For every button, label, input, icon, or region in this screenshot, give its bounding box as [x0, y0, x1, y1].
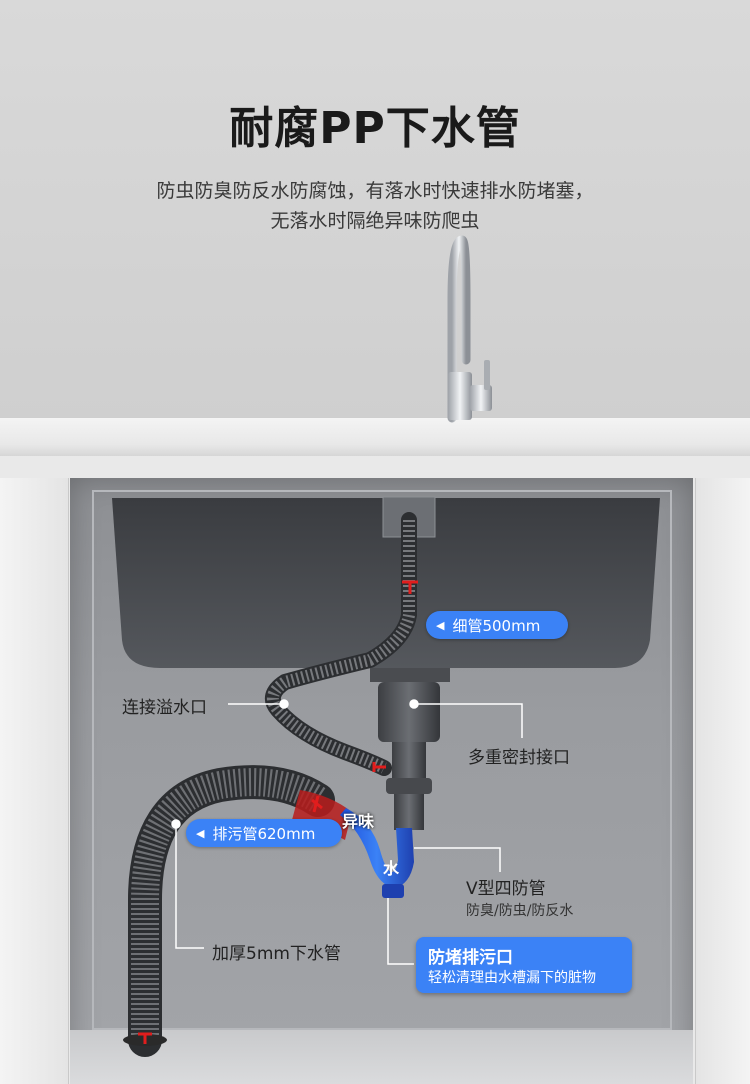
drain-pipe-tag: ◀ 排污管620mm	[186, 819, 342, 847]
countertop	[0, 418, 750, 456]
thin-pipe-label: 细管500mm	[452, 616, 541, 635]
drain-pipe-label: 排污管620mm	[212, 824, 316, 843]
cabinet-door-right	[695, 478, 750, 1084]
cleanout-subtitle: 轻松清理由水槽漏下的脏物	[428, 970, 596, 986]
cleanout-title: 防堵排污口	[428, 948, 513, 968]
v-pipe-label: V型四防管	[466, 879, 546, 899]
drain-assembly	[370, 668, 450, 830]
leader-lines	[171, 699, 523, 965]
subtitle-line-2: 无落水时隔绝异味防爬虫	[270, 210, 480, 232]
wall-background	[0, 0, 750, 420]
subtitle-line-1: 防虫防臭防反水防腐蚀，有落水时快速排水防堵塞，	[156, 180, 594, 202]
page-title: 耐腐PP下水管	[229, 103, 521, 154]
thick-pipe-label: 加厚5mm下水管	[212, 944, 341, 964]
cleanout-cap	[382, 884, 404, 898]
water-label: 水	[383, 859, 400, 878]
thin-pipe-tag: ◀ 细管500mm	[426, 611, 568, 639]
cabinet-frame	[92, 490, 672, 1030]
page-subtitle: 防虫防臭防反水防腐蚀，有落水时快速排水防堵塞， 无落水时隔绝异味防爬虫	[0, 176, 750, 236]
main-drain-pipe	[128, 765, 335, 1057]
odor-label: 异味	[342, 812, 375, 831]
cleanout-callout: 防堵排污口 轻松清理由水槽漏下的脏物	[416, 937, 632, 993]
seal-label: 多重密封接口	[468, 748, 570, 768]
v-trap-water	[340, 808, 414, 888]
arrow-left-icon: ◀	[196, 826, 205, 840]
marker-icons	[138, 580, 418, 1044]
v-pipe-sublabel: 防臭/防虫/防反水	[466, 903, 574, 919]
thin-overflow-pipe	[264, 512, 417, 776]
cabinet-floor	[70, 1030, 693, 1084]
cabinet-door-left	[0, 478, 69, 1084]
overflow-label: 连接溢水口	[122, 698, 207, 718]
faucet-icon	[447, 235, 492, 423]
arrow-left-icon: ◀	[436, 618, 445, 632]
